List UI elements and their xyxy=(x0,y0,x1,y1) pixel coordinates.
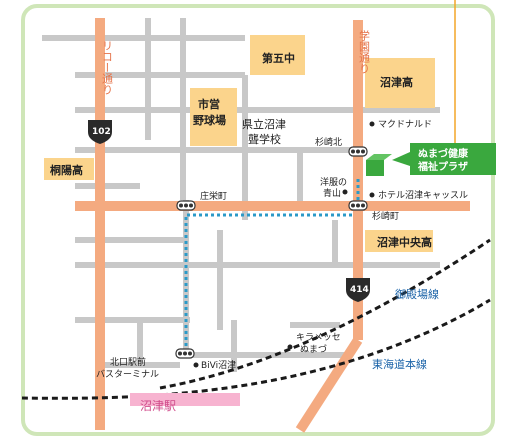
label-stadium-1: 市営 xyxy=(198,97,220,111)
destination: ぬまづ健康 福祉プラザ xyxy=(366,0,496,176)
shield-102-label: 102 xyxy=(92,127,111,137)
label-numazu-high: 沼津高 xyxy=(380,75,413,89)
marker-mcdonalds xyxy=(369,121,375,127)
route-path xyxy=(184,178,360,352)
destination-cube xyxy=(366,160,384,176)
label-sugisakikita: 杉崎北 xyxy=(315,136,342,148)
destination-cube-top xyxy=(366,154,392,160)
label-kirameki-1: キラメッセ xyxy=(296,332,341,343)
label-numazu-chuo: 沼津中央高 xyxy=(377,235,432,249)
label-kirameki-2: ぬまづ xyxy=(300,344,327,355)
label-yofuku-2: 青山 xyxy=(323,187,341,199)
rail-tokaido xyxy=(21,298,491,400)
rail-gotemba xyxy=(159,238,491,390)
railways xyxy=(21,238,491,400)
label-shoei: 庄栄町 xyxy=(200,190,227,202)
label-sugisaki: 杉崎町 xyxy=(372,210,399,222)
label-toyo-high: 桐陽高 xyxy=(50,163,83,177)
label-stadium-2: 野球場 xyxy=(193,113,226,127)
building-numazu-chuo xyxy=(365,230,433,252)
signals xyxy=(175,146,368,359)
marker-bivi xyxy=(193,362,199,368)
label-daigochu: 第五中 xyxy=(262,51,295,65)
label-mcdonalds: マクドナルド xyxy=(378,119,432,130)
destination-label-2: 福祉プラザ xyxy=(417,160,468,173)
label-kitaguchi-1: 北口駅前 xyxy=(110,356,146,368)
building-stadium xyxy=(190,88,237,146)
label-gakuen-dori: 学園通り xyxy=(358,29,371,74)
buildings: 第五中 沼津高 市営 野球場 県立沼津 聾学校 桐陽高 沼津中央高 xyxy=(44,35,435,252)
label-hotel: ホテル沼津キャッスル xyxy=(378,190,468,201)
label-deaf-school-1: 県立沼津 xyxy=(242,117,286,131)
label-deaf-school-2: 聾学校 xyxy=(248,132,281,146)
building-daigochu xyxy=(250,35,305,75)
label-rico-dori: リコー通り xyxy=(101,40,114,95)
label-gotemba-line: 御殿場線 xyxy=(395,287,439,301)
landmarks: マクドナルド 洋服の 青山 ホテル沼津キャッスル キラメッセ ぬまづ BiVi沼… xyxy=(193,119,468,371)
route-line xyxy=(184,213,352,352)
shield-102 xyxy=(88,120,112,144)
destination-label-1: ぬまづ健康 xyxy=(418,147,469,160)
building-toyo-high xyxy=(44,158,94,180)
destination-label-box xyxy=(410,143,496,175)
marker-kirameki xyxy=(287,344,293,350)
label-bivi: BiVi沼津 xyxy=(201,360,236,371)
label-kitaguchi-2: バスターミナル xyxy=(96,369,159,380)
shield-414-label: 414 xyxy=(350,285,369,295)
marker-hotel xyxy=(369,192,375,198)
label-yofuku-1: 洋服の xyxy=(320,176,347,188)
building-numazu-high xyxy=(365,58,435,108)
station-label: 沼津駅 xyxy=(140,399,176,413)
marker-yofuku xyxy=(342,189,348,195)
label-tokaido-line: 東海道本線 xyxy=(372,357,427,371)
shield-414 xyxy=(346,278,370,302)
route-shields: 102 414 xyxy=(88,120,370,302)
station-box xyxy=(130,393,240,406)
